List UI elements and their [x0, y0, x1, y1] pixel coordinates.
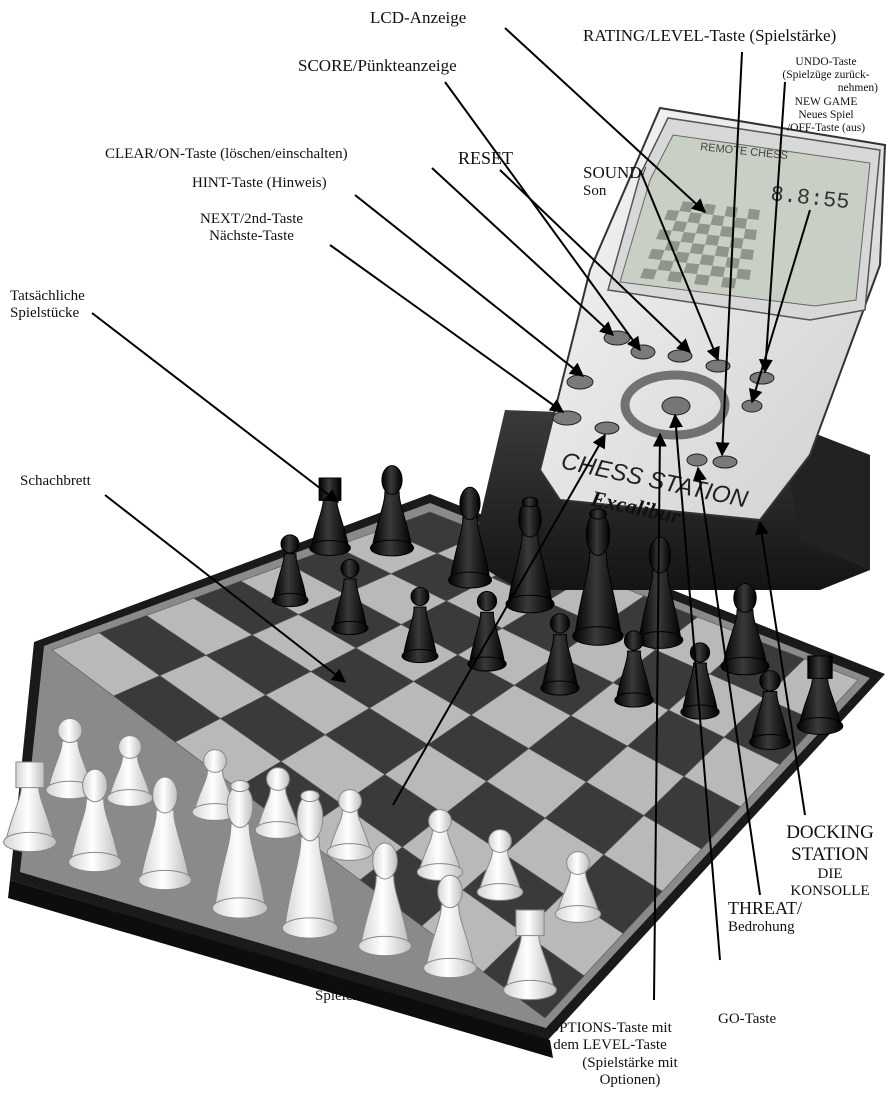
- label-board: Schachbrett: [20, 473, 91, 490]
- label-docking: DOCKING STATION DIE KONSOLLE: [765, 822, 895, 900]
- lcd-square: [721, 277, 736, 288]
- label-lcd: LCD-Anzeige: [370, 8, 466, 28]
- label-docking-line3: DIE: [765, 866, 895, 883]
- label-newgame-line3: /OFF-Taste (aus): [760, 122, 892, 135]
- lcd-square: [700, 254, 715, 265]
- label-options-line4: Optionen): [520, 1072, 700, 1089]
- label-threat-line2: Bedrohung: [728, 919, 802, 936]
- lcd-square: [720, 226, 734, 237]
- label-sound-line1: SOUND/: [583, 163, 646, 183]
- label-sound: SOUND/ Son: [583, 163, 646, 200]
- label-reset: RESET: [458, 148, 513, 169]
- label-score: SCORE/Pünkteanzeige: [298, 56, 457, 76]
- hint-button[interactable]: [567, 375, 593, 389]
- arrow-next: [330, 245, 563, 412]
- rating-level-button[interactable]: [713, 456, 737, 468]
- lcd-square: [694, 274, 710, 285]
- arrow-score: [445, 82, 640, 350]
- label-next: NEXT/2nd-Taste Nächste-Taste: [200, 211, 303, 246]
- label-next-line2: Nächste-Taste: [200, 228, 303, 245]
- label-player: Spieler: [315, 988, 358, 1005]
- lcd-square: [734, 217, 747, 228]
- label-docking-line2: STATION: [765, 844, 895, 866]
- label-go: GO-Taste: [718, 1011, 776, 1028]
- clear-on-button[interactable]: [604, 331, 630, 345]
- options-button[interactable]: [595, 422, 619, 434]
- lcd-square: [740, 249, 754, 260]
- label-hint: HINT-Taste (Hinweis): [192, 175, 327, 192]
- label-undo-line1: UNDO-Taste: [760, 56, 892, 69]
- label-options: OPTIONS-Taste mit dem LEVEL-Taste (Spiel…: [520, 1020, 700, 1089]
- lcd-square: [736, 269, 751, 280]
- label-options-line1: OPTIONS-Taste mit: [520, 1020, 700, 1037]
- label-pieces: Tatsächliche Spielstücke: [10, 288, 85, 323]
- label-next-line1: NEXT/2nd-Taste: [200, 211, 303, 228]
- label-pieces-line1: Tatsächliche: [10, 288, 85, 305]
- label-threat-line1: THREAT/: [728, 898, 802, 919]
- next-button[interactable]: [553, 411, 581, 425]
- go-button[interactable]: [662, 397, 690, 415]
- label-newgame-line2: Neues Spiel: [760, 109, 892, 122]
- label-pieces-line2: Spielstücke: [10, 305, 85, 322]
- arrow-hint: [355, 195, 583, 376]
- undo-button[interactable]: [750, 372, 774, 384]
- lcd-square: [715, 246, 730, 257]
- arrow-pieces: [92, 313, 338, 502]
- label-docking-line1: DOCKING: [765, 822, 895, 844]
- score-button[interactable]: [631, 345, 655, 359]
- label-rating-level: RATING/LEVEL-Taste (Spielstärke): [583, 26, 836, 46]
- black-rook-piece: [310, 478, 351, 555]
- lcd-square: [744, 229, 757, 240]
- lcd-square: [710, 266, 725, 277]
- label-threat: THREAT/ Bedrohung: [728, 898, 802, 936]
- label-undo-newgame: UNDO-Taste (Spielzüge zurück- nehmen) NE…: [760, 56, 892, 135]
- label-newgame-line1: NEW GAME: [760, 96, 892, 109]
- label-clear-on: CLEAR/ON-Taste (löschen/einschalten): [105, 146, 348, 163]
- threat-button[interactable]: [687, 454, 707, 466]
- label-sound-line2: Son: [583, 183, 646, 200]
- label-options-line2: dem LEVEL-Taste: [520, 1037, 700, 1054]
- lcd-square: [747, 209, 760, 220]
- label-options-line3: (Spielstärke mit: [520, 1055, 700, 1072]
- label-undo-line2: (Spielzüge zurück-: [760, 69, 892, 82]
- label-undo-line3: nehmen): [760, 82, 892, 95]
